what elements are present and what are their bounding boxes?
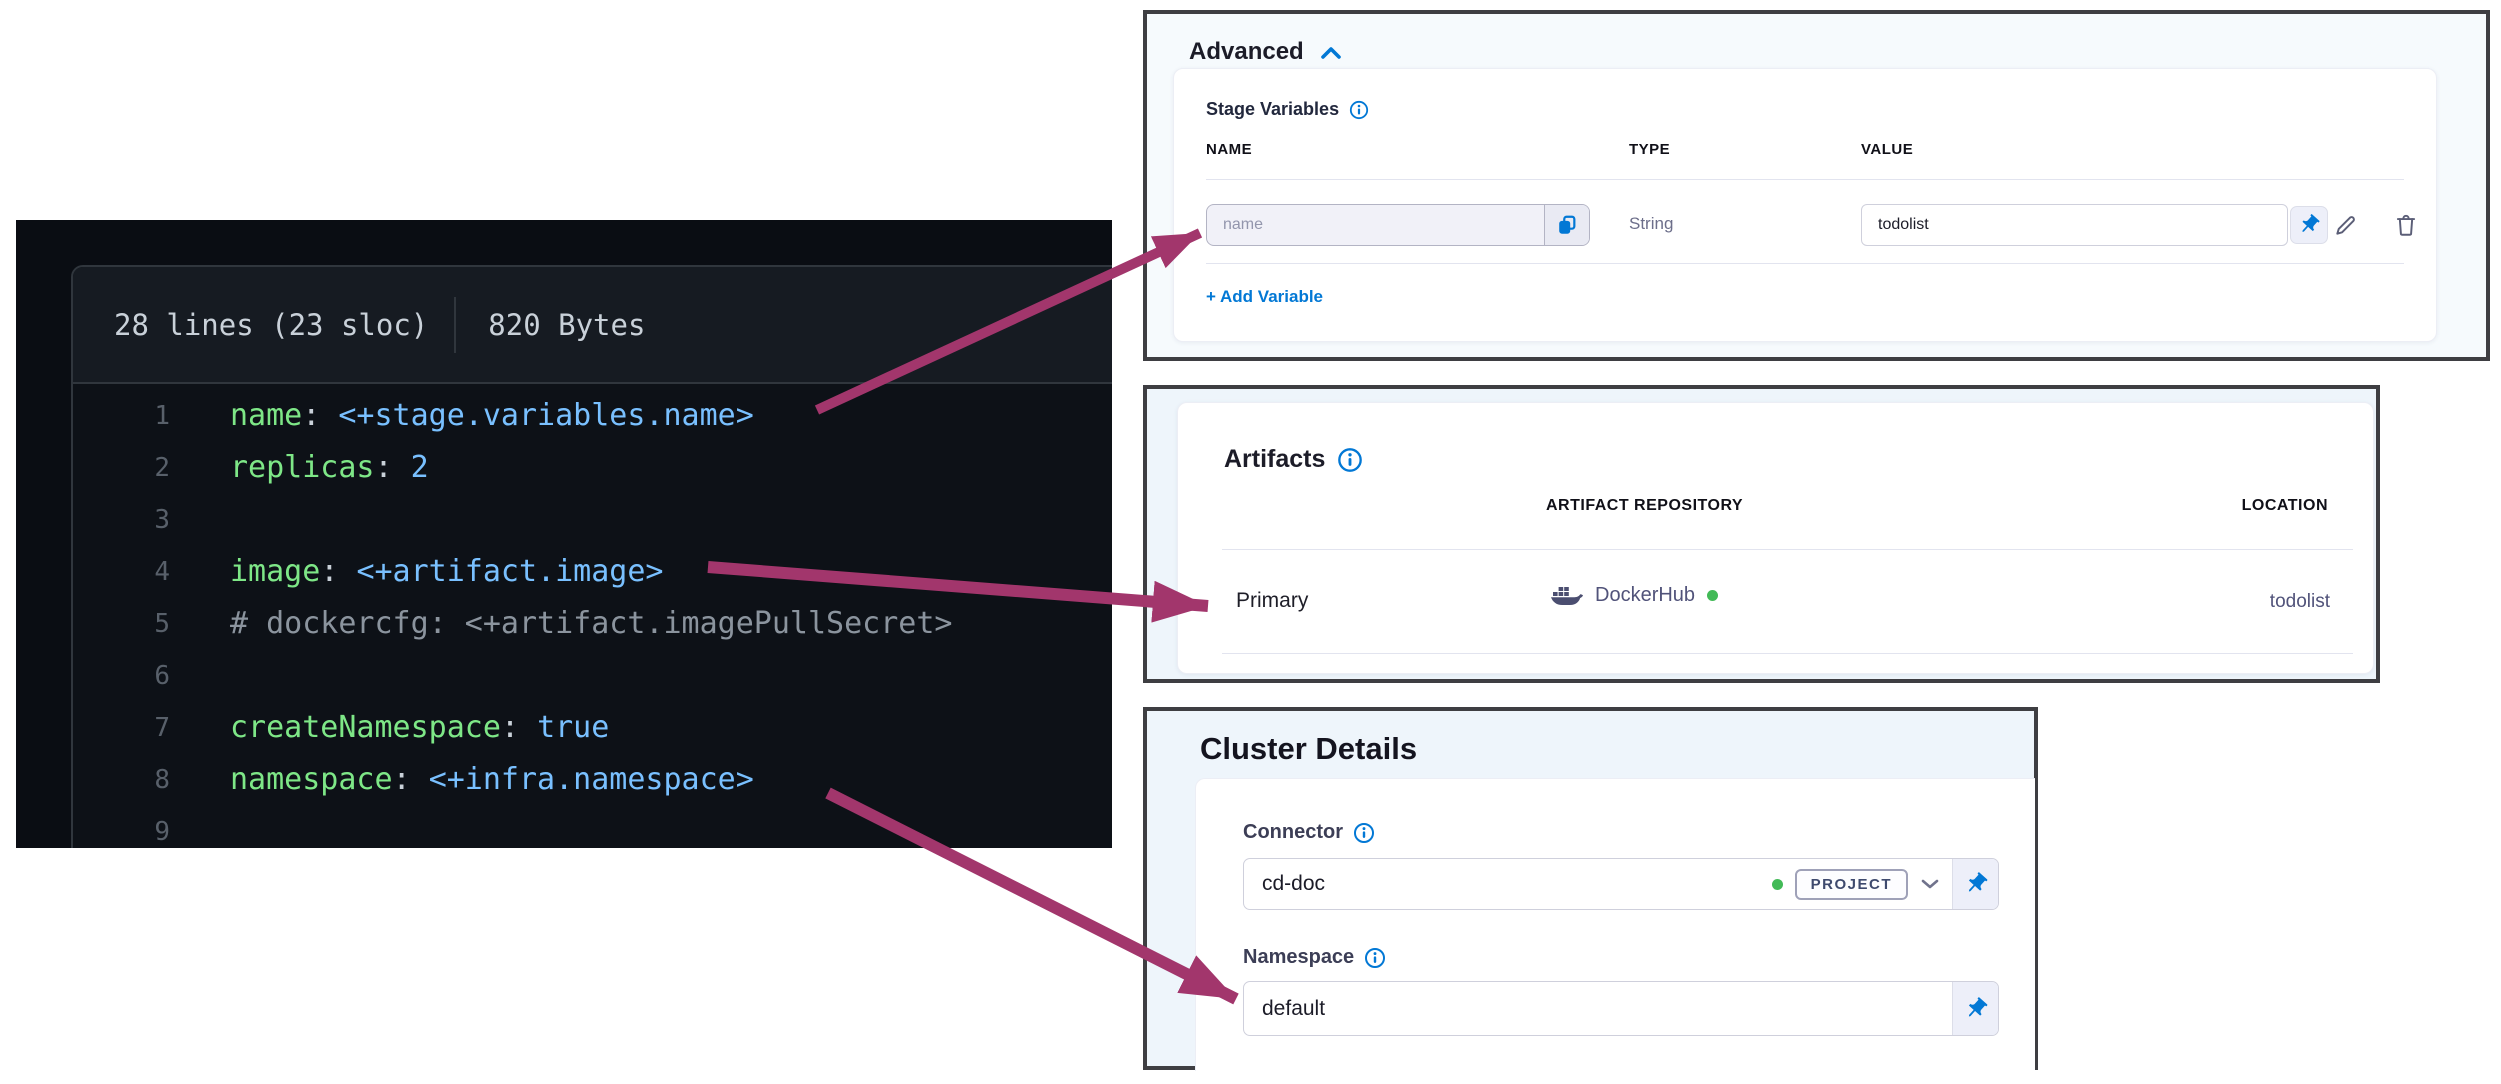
column-header-type: TYPE bbox=[1629, 141, 1671, 158]
chevron-down-icon[interactable] bbox=[1920, 878, 1940, 890]
chevron-up-icon[interactable] bbox=[1320, 46, 1342, 59]
info-icon[interactable] bbox=[1349, 100, 1369, 120]
namespace-label: Namespace bbox=[1243, 946, 1386, 969]
code-file-header: 28 lines (23 sloc) 820 Bytes bbox=[73, 267, 1112, 384]
edit-variable-button[interactable] bbox=[2332, 211, 2360, 239]
variable-value-field bbox=[1861, 204, 2288, 246]
connector-field: PROJECT bbox=[1243, 858, 1999, 910]
stage-variables-card: Stage Variables NAME TYPE VALUE String bbox=[1173, 68, 2437, 342]
variable-name-field bbox=[1206, 204, 1590, 246]
code-line-2: 2 replicas: 2 bbox=[73, 442, 1112, 494]
line-number: 5 bbox=[154, 609, 170, 639]
advanced-section-header[interactable]: Advanced bbox=[1189, 38, 1342, 66]
stage-variables-label: Stage Variables bbox=[1206, 99, 1369, 120]
line-content: namespace: <+infra.namespace> bbox=[230, 762, 754, 797]
pin-icon bbox=[1968, 996, 1987, 1016]
docker-whale-icon bbox=[1551, 587, 1583, 605]
advanced-panel: Advanced Stage Variables NAME TYPE VALUE… bbox=[1143, 10, 2490, 361]
info-icon[interactable] bbox=[1353, 822, 1375, 844]
artifact-location: todolist bbox=[2269, 591, 2330, 612]
copy-icon bbox=[1559, 215, 1576, 234]
cluster-details-card: Connector PROJECT Namespace bbox=[1195, 778, 2035, 1071]
info-icon[interactable] bbox=[1364, 947, 1386, 969]
line-content: # dockercfg: <+artifact.imagePullSecret> bbox=[230, 606, 953, 641]
delete-variable-button[interactable] bbox=[2392, 211, 2420, 239]
pin-namespace-button[interactable] bbox=[1952, 982, 1998, 1035]
variable-type: String bbox=[1629, 214, 1674, 233]
connector-field-right: PROJECT bbox=[1771, 859, 1952, 909]
pin-value-button[interactable] bbox=[2290, 206, 2328, 244]
code-line-9: 9 bbox=[73, 806, 1112, 848]
row-rule bbox=[1222, 653, 2353, 654]
line-number: 4 bbox=[154, 557, 170, 587]
variable-name-input[interactable] bbox=[1207, 205, 1544, 245]
line-content: createNamespace: true bbox=[230, 710, 610, 745]
pin-icon bbox=[1968, 872, 1987, 892]
code-line-4: 4 image: <+artifact.image> bbox=[73, 546, 1112, 598]
code-lines: 1 name: <+stage.variables.name> 2 replicas… bbox=[73, 384, 1112, 848]
code-line-7: 7 createNamespace: true bbox=[73, 702, 1112, 754]
pencil-icon bbox=[2336, 216, 2355, 235]
info-icon[interactable] bbox=[1337, 447, 1363, 473]
line-number: 8 bbox=[154, 765, 170, 795]
header-divider bbox=[454, 296, 457, 353]
line-number: 7 bbox=[154, 713, 170, 743]
cluster-details-title: Cluster Details bbox=[1200, 731, 1418, 766]
code-editor-panel: 28 lines (23 sloc) 820 Bytes 1 name: <+st… bbox=[16, 220, 1112, 848]
add-variable-button[interactable]: + Add Variable bbox=[1206, 287, 1323, 306]
advanced-title: Advanced bbox=[1189, 38, 1304, 65]
artifact-repository: DockerHub bbox=[1551, 583, 1719, 607]
connector-label-text: Connector bbox=[1243, 821, 1343, 843]
copy-button[interactable] bbox=[1544, 205, 1589, 245]
pin-icon bbox=[2302, 214, 2320, 232]
namespace-field bbox=[1243, 981, 1999, 1036]
line-number: 2 bbox=[154, 453, 170, 483]
line-content: replicas: 2 bbox=[230, 450, 429, 485]
line-number: 1 bbox=[154, 401, 170, 431]
line-content: name: <+stage.variables.name> bbox=[230, 398, 754, 433]
artifacts-panel: Artifacts ARTIFACT REPOSITORY LOCATION P… bbox=[1143, 385, 2380, 683]
connector-input[interactable] bbox=[1244, 859, 1772, 909]
code-line-6: 6 bbox=[73, 650, 1112, 702]
code-line-5: 5 # dockercfg: <+artifact.imagePullSecret… bbox=[73, 598, 1112, 650]
column-header-location: LOCATION bbox=[2241, 497, 2328, 514]
code-lines-info: 28 lines (23 sloc) bbox=[114, 307, 429, 342]
column-header-artifact-repository: ARTIFACT REPOSITORY bbox=[1546, 497, 1744, 514]
scope-badge: PROJECT bbox=[1794, 868, 1908, 900]
line-content: image: <+artifact.image> bbox=[230, 554, 664, 589]
artifacts-title: Artifacts bbox=[1224, 445, 1363, 474]
green-dot bbox=[1771, 878, 1783, 890]
artifacts-card: Artifacts ARTIFACT REPOSITORY LOCATION P… bbox=[1177, 402, 2374, 674]
artifacts-title-text: Artifacts bbox=[1224, 445, 1326, 473]
artifact-label: Primary bbox=[1236, 589, 1309, 612]
header-rule bbox=[1222, 549, 2353, 550]
code-line-8: 8 namespace: <+infra.namespace> bbox=[73, 754, 1112, 806]
code-file-box: 28 lines (23 sloc) 820 Bytes 1 name: <+st… bbox=[71, 265, 1112, 848]
column-header-value: VALUE bbox=[1861, 141, 1914, 158]
header-rule bbox=[1206, 179, 2404, 180]
row-rule bbox=[1206, 263, 2404, 264]
cluster-details-panel: Cluster Details Connector PROJECT Namesp… bbox=[1143, 707, 2038, 1071]
column-header-name: NAME bbox=[1206, 141, 1253, 158]
line-number: 3 bbox=[154, 505, 170, 535]
trash-icon bbox=[2396, 214, 2416, 236]
code-line-1: 1 name: <+stage.variables.name> bbox=[73, 390, 1112, 442]
namespace-input[interactable] bbox=[1244, 982, 1952, 1035]
code-size-info: 820 Bytes bbox=[488, 307, 646, 342]
line-number: 9 bbox=[154, 817, 170, 847]
variable-value-input[interactable] bbox=[1862, 205, 2287, 245]
pin-connector-button[interactable] bbox=[1952, 859, 1998, 909]
artifact-repository-name: DockerHub bbox=[1595, 583, 1696, 606]
code-line-3: 3 bbox=[73, 494, 1112, 546]
namespace-label-text: Namespace bbox=[1243, 946, 1355, 968]
connector-label: Connector bbox=[1243, 821, 1375, 844]
line-number: 6 bbox=[154, 661, 170, 691]
green-dot bbox=[1707, 589, 1719, 601]
stage-variables-text: Stage Variables bbox=[1206, 99, 1340, 119]
